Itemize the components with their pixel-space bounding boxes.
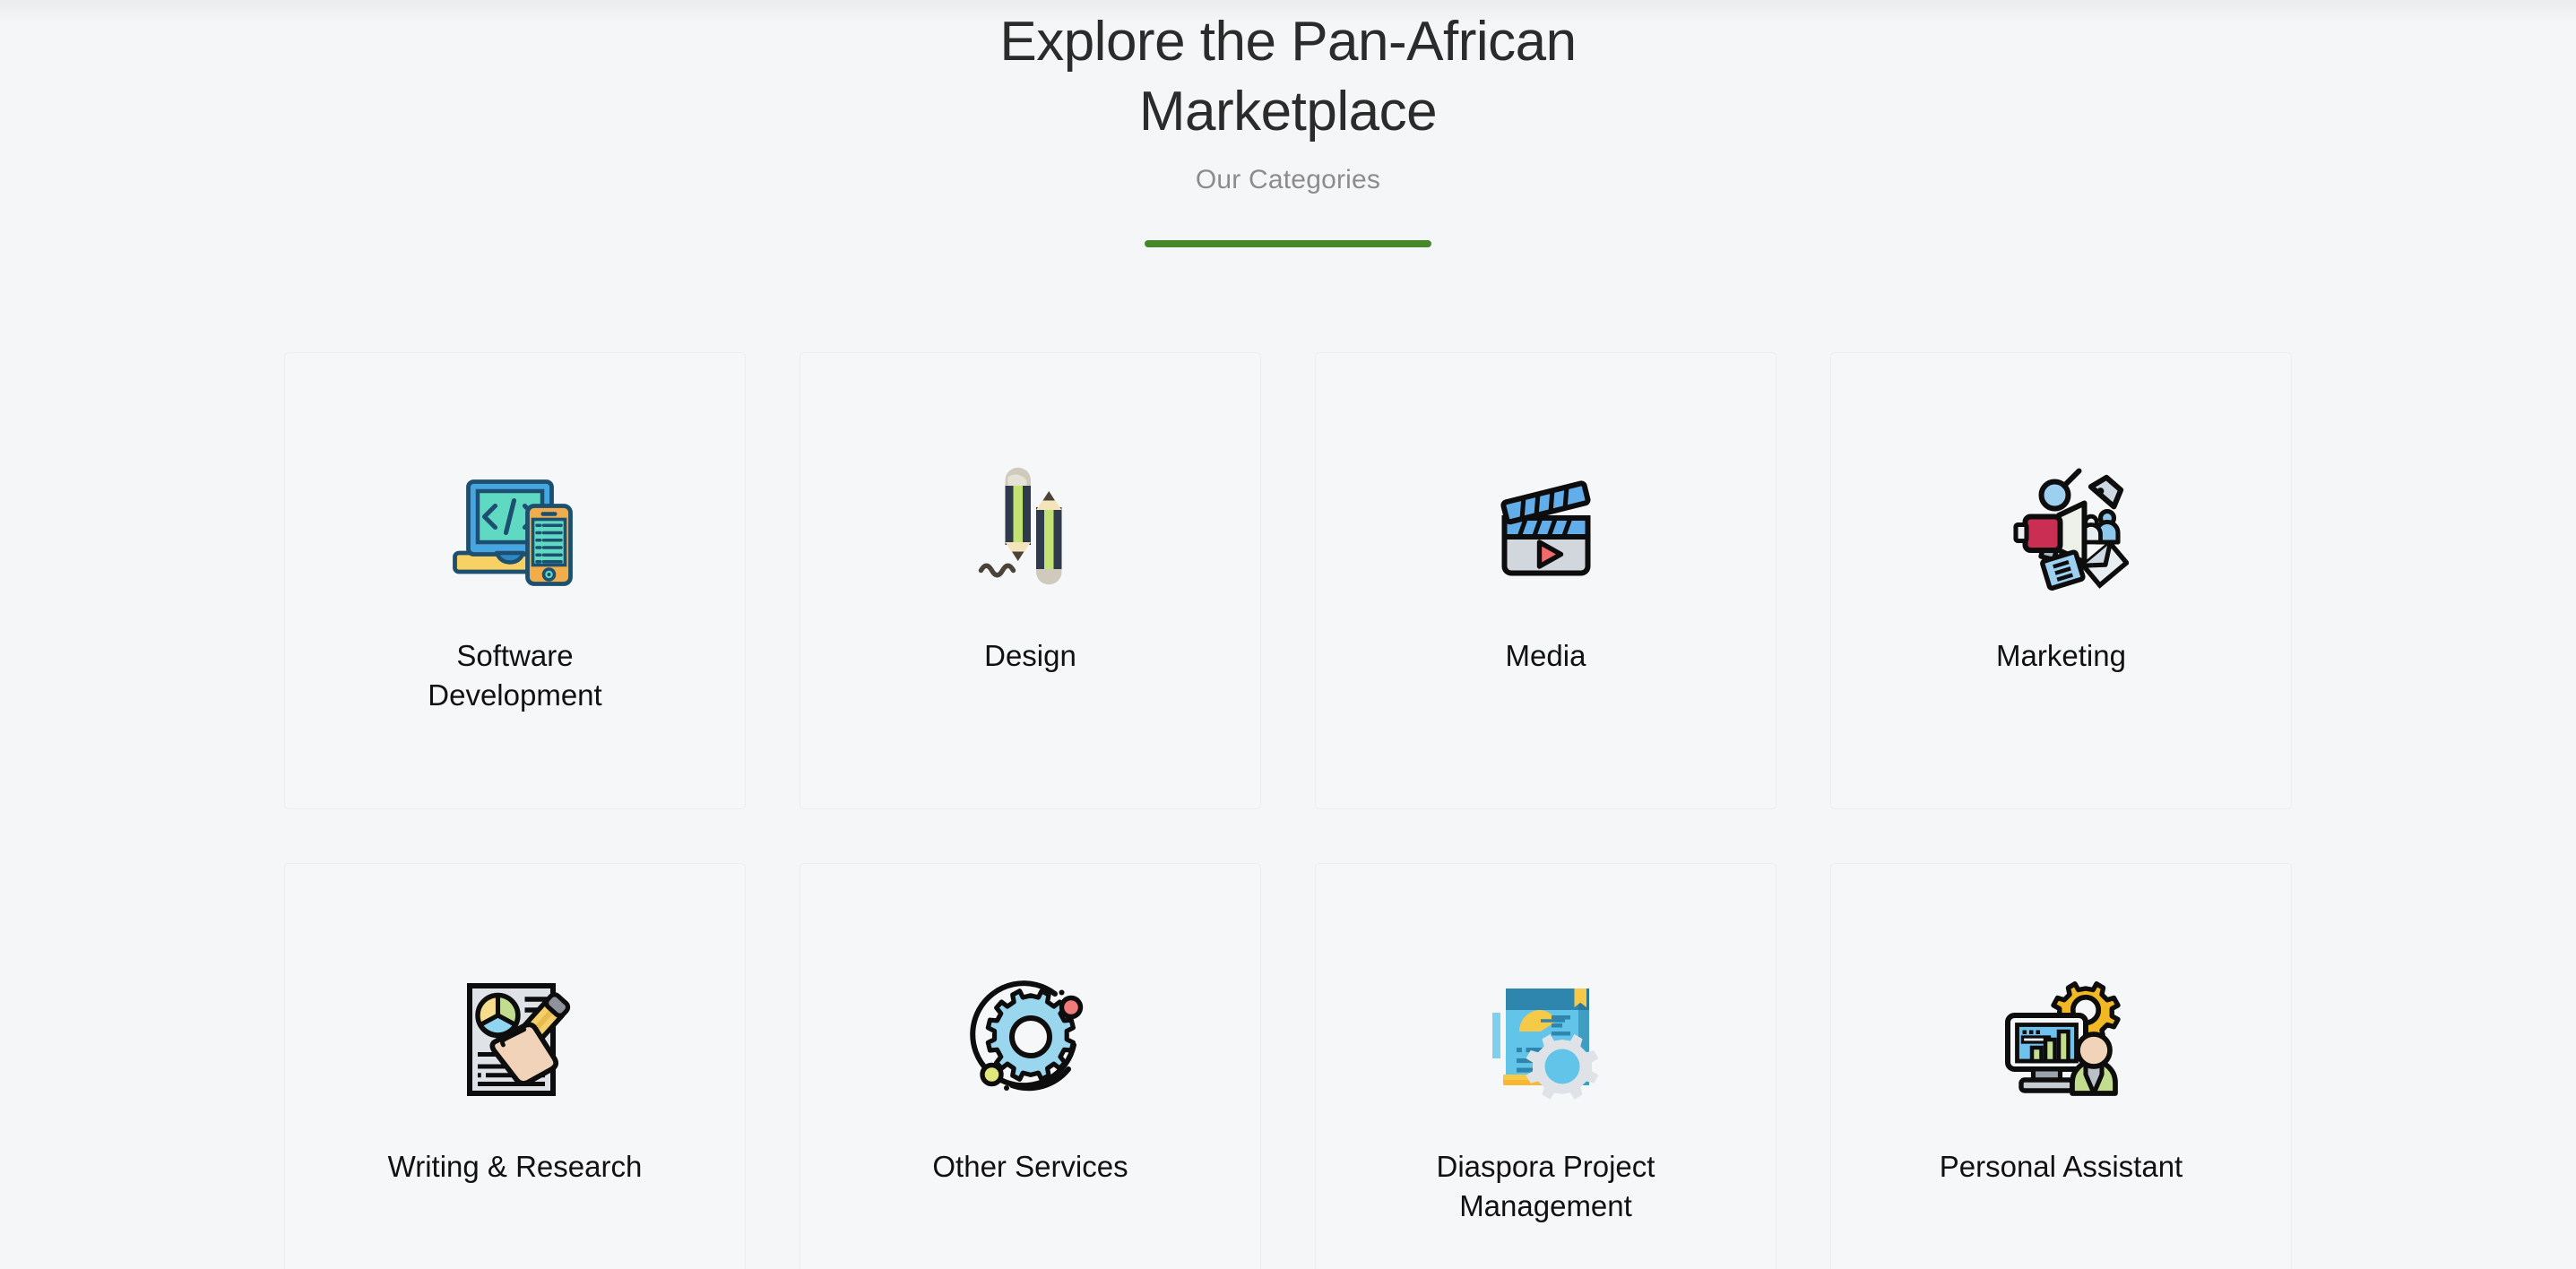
category-card-software-development[interactable]: Software Development	[284, 352, 746, 810]
category-label: Other Services	[932, 1150, 1128, 1184]
category-label: Writing & Research	[387, 1150, 643, 1184]
category-label: Design	[984, 639, 1076, 673]
clapperboard-icon	[1479, 459, 1613, 593]
accent-divider	[1145, 240, 1431, 248]
document-pencil-icon	[448, 970, 583, 1104]
category-label: Marketing	[1996, 639, 2126, 673]
category-label: Personal Assistant	[1939, 1150, 2183, 1184]
category-label: Media	[1505, 639, 1586, 673]
monitor-person-gear-icon	[1994, 970, 2129, 1104]
category-grid: Software Development	[284, 352, 2292, 1269]
category-card-design[interactable]: Design	[800, 352, 1261, 810]
gear-orbit-icon	[964, 970, 1098, 1104]
section-subtitle: Our Categories	[1195, 165, 1381, 195]
category-card-marketing[interactable]: Marketing	[1830, 352, 2292, 810]
pencils-icon	[964, 459, 1098, 593]
category-card-diaspora-project-management[interactable]: Diaspora Project Management	[1315, 863, 1776, 1269]
project-board-gear-icon	[1479, 970, 1613, 1104]
category-card-other-services[interactable]: Other Services	[800, 863, 1261, 1269]
megaphone-icon	[1994, 459, 2129, 593]
category-card-media[interactable]: Media	[1315, 352, 1776, 810]
category-label: Software Development	[428, 639, 602, 712]
laptop-code-icon	[448, 459, 583, 593]
section-header: Explore the Pan-African Marketplace Our …	[0, 7, 2576, 248]
page-title: Explore the Pan-African Marketplace	[999, 11, 1577, 143]
category-label: Diaspora Project Management	[1436, 1150, 1655, 1222]
category-card-personal-assistant[interactable]: Personal Assistant	[1830, 863, 2292, 1269]
category-card-writing-research[interactable]: Writing & Research	[284, 863, 746, 1269]
